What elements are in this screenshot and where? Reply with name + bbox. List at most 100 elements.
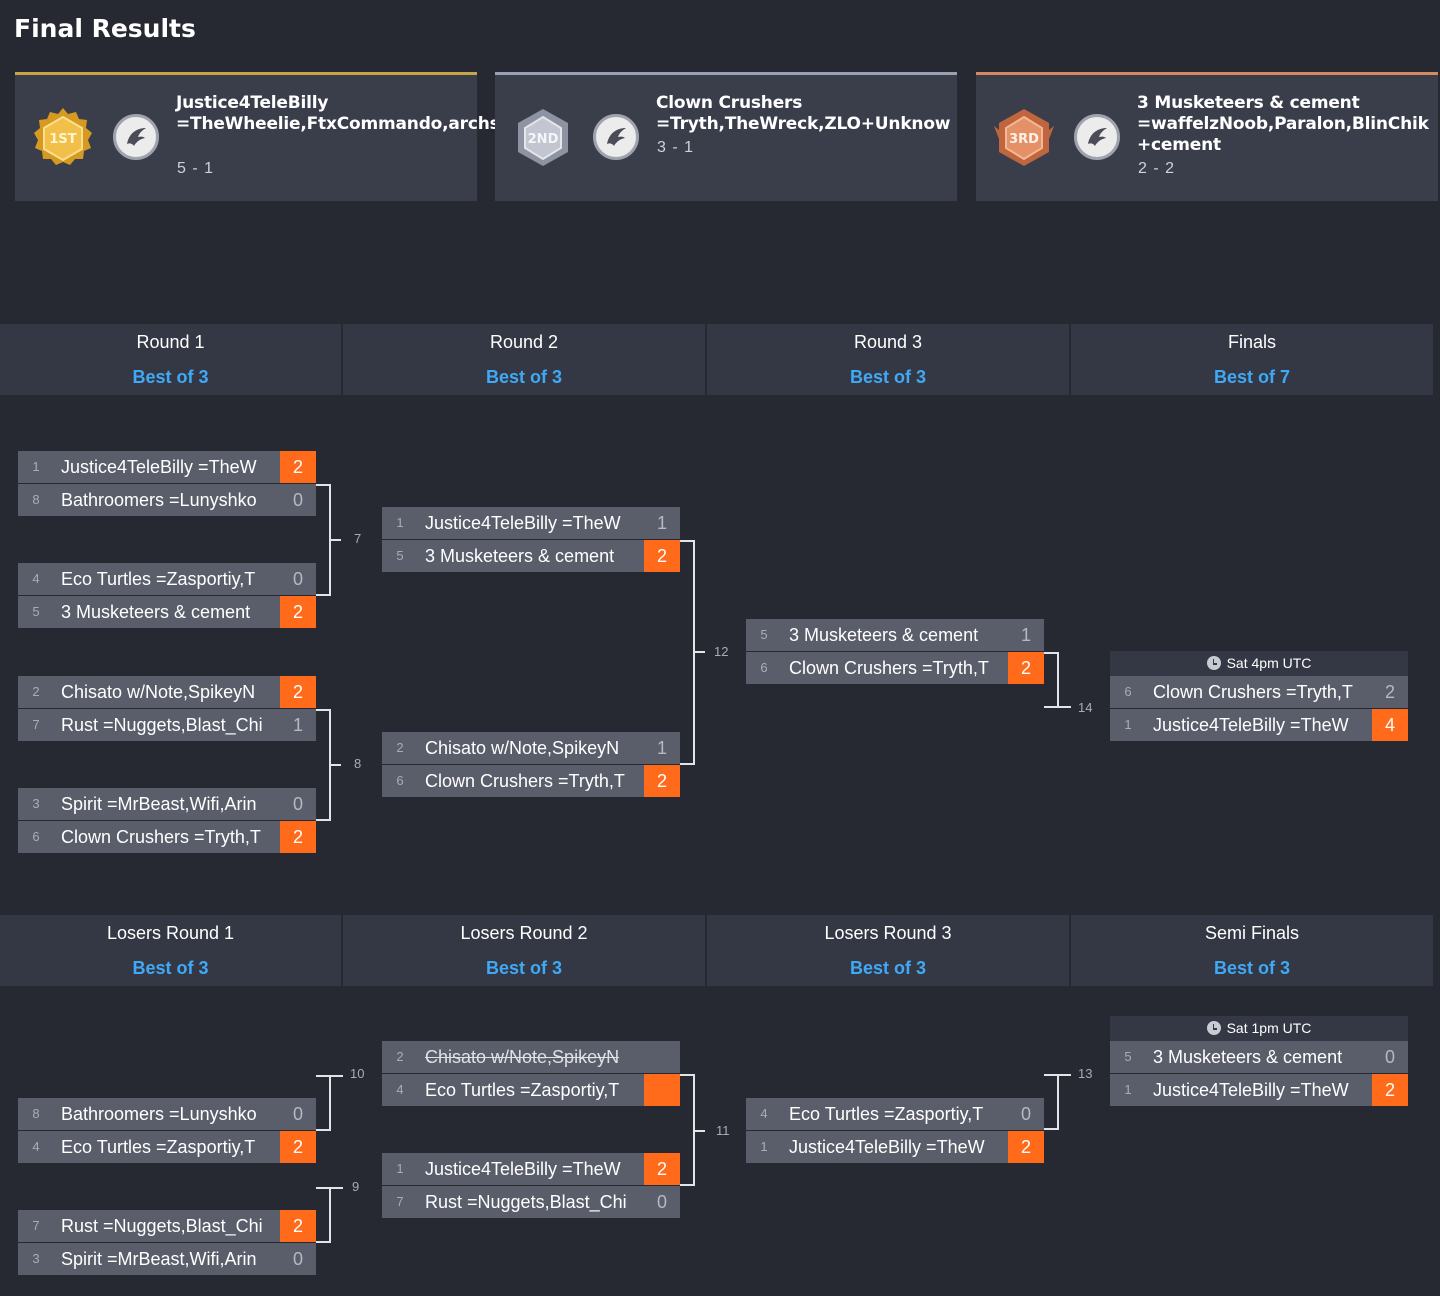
- bracket-connector: [316, 1187, 331, 1243]
- team-score: 0: [1008, 1098, 1044, 1130]
- team-name[interactable]: 3 Musketeers & cement: [54, 596, 280, 628]
- team-name[interactable]: Spirit =MrBeast,Wifi,Arin: [54, 1243, 280, 1275]
- team-name[interactable]: Justice4TeleBilly =TheW: [54, 451, 280, 483]
- team-score: [644, 1041, 680, 1073]
- team-name[interactable]: Chisato w/Note,SpikeyN: [54, 676, 280, 708]
- team-score: 2: [1372, 676, 1408, 708]
- team-seed: 5: [18, 596, 54, 628]
- team-name[interactable]: Eco Turtles =Zasportiy,T: [54, 563, 280, 595]
- team-name[interactable]: Bathroomers =Lunyshko: [54, 1098, 280, 1130]
- round-header: Semi Finals Best of 3: [1071, 915, 1433, 986]
- team-name[interactable]: Bathroomers =Lunyshko: [54, 484, 280, 516]
- team-name[interactable]: Clown Crushers =Tryth,T: [418, 765, 644, 797]
- team-name[interactable]: Clown Crushers =Tryth,T: [1146, 676, 1372, 708]
- first-place-card[interactable]: 1ST Justice4TeleBilly =TheWheelie,FtxCom…: [15, 72, 701, 201]
- team-logo-icon: [113, 114, 159, 160]
- team-name[interactable]: Eco Turtles =Zasportiy,T: [54, 1131, 280, 1163]
- match-time: Sat 4pm UTC: [1110, 651, 1408, 676]
- card-accent: [15, 72, 477, 75]
- team-name[interactable]: 3 Musketeers & cement: [418, 540, 644, 572]
- second-place-card[interactable]: 2ND Clown Crushers =Tryth,TheWreck,ZLO+U…: [495, 72, 957, 201]
- team-score: 2: [280, 821, 316, 853]
- team-score: 1: [1008, 619, 1044, 651]
- round-name: Losers Round 2: [460, 923, 588, 943]
- team-name[interactable]: Eco Turtles =Zasportiy,T: [418, 1074, 644, 1106]
- team-name[interactable]: Chisato w/Note,SpikeyN: [418, 732, 644, 764]
- team-score: 0: [280, 788, 316, 820]
- match-number: 13: [1078, 1066, 1093, 1081]
- match-number: 10: [350, 1066, 365, 1081]
- third-place-card[interactable]: 3RD 3 Musketeers & cement =waffelzNoob,P…: [976, 72, 1438, 201]
- team-name[interactable]: Justice4TeleBilly =TheW: [1146, 1074, 1372, 1106]
- team-name[interactable]: Justice4TeleBilly =TheW: [1146, 709, 1372, 741]
- team-name[interactable]: Justice4TeleBilly =TheW: [418, 1153, 644, 1185]
- team-seed: 6: [382, 765, 418, 797]
- team-score: 2: [280, 1131, 316, 1163]
- team-name[interactable]: 3 Musketeers & cement: [782, 619, 1008, 651]
- team-name[interactable]: Clown Crushers =Tryth,T: [782, 652, 1008, 684]
- team-name[interactable]: Justice4TeleBilly =TheW: [418, 507, 644, 539]
- team-name[interactable]: Rust =Nuggets,Blast_Chi: [54, 1210, 280, 1242]
- match-number: 9: [352, 1179, 360, 1194]
- team-name[interactable]: Eco Turtles =Zasportiy,T: [782, 1098, 1008, 1130]
- team-name[interactable]: 3 Musketeers & cement: [1146, 1041, 1372, 1073]
- team-name[interactable]: Chisato w/Note,SpikeyN: [418, 1041, 644, 1073]
- team-seed: 6: [1110, 676, 1146, 708]
- medal-text: 3RD: [1009, 132, 1039, 147]
- team-seed: 3: [18, 788, 54, 820]
- team-score: 0: [280, 484, 316, 516]
- team-name[interactable]: Rust =Nuggets,Blast_Chi: [418, 1186, 644, 1218]
- bracket-connector: [331, 1187, 343, 1189]
- team-name[interactable]: Clown Crushers =Tryth,T: [54, 821, 280, 853]
- team-seed: 2: [382, 732, 418, 764]
- team-name[interactable]: Justice4TeleBilly =TheW: [782, 1131, 1008, 1163]
- best-of-label: Best of 3: [132, 367, 209, 387]
- team-name[interactable]: Rust =Nuggets,Blast_Chi: [54, 709, 280, 741]
- team-name[interactable]: Spirit =MrBeast,Wifi,Arin: [54, 788, 280, 820]
- team-seed: 1: [18, 451, 54, 483]
- team-seed: 5: [1110, 1041, 1146, 1073]
